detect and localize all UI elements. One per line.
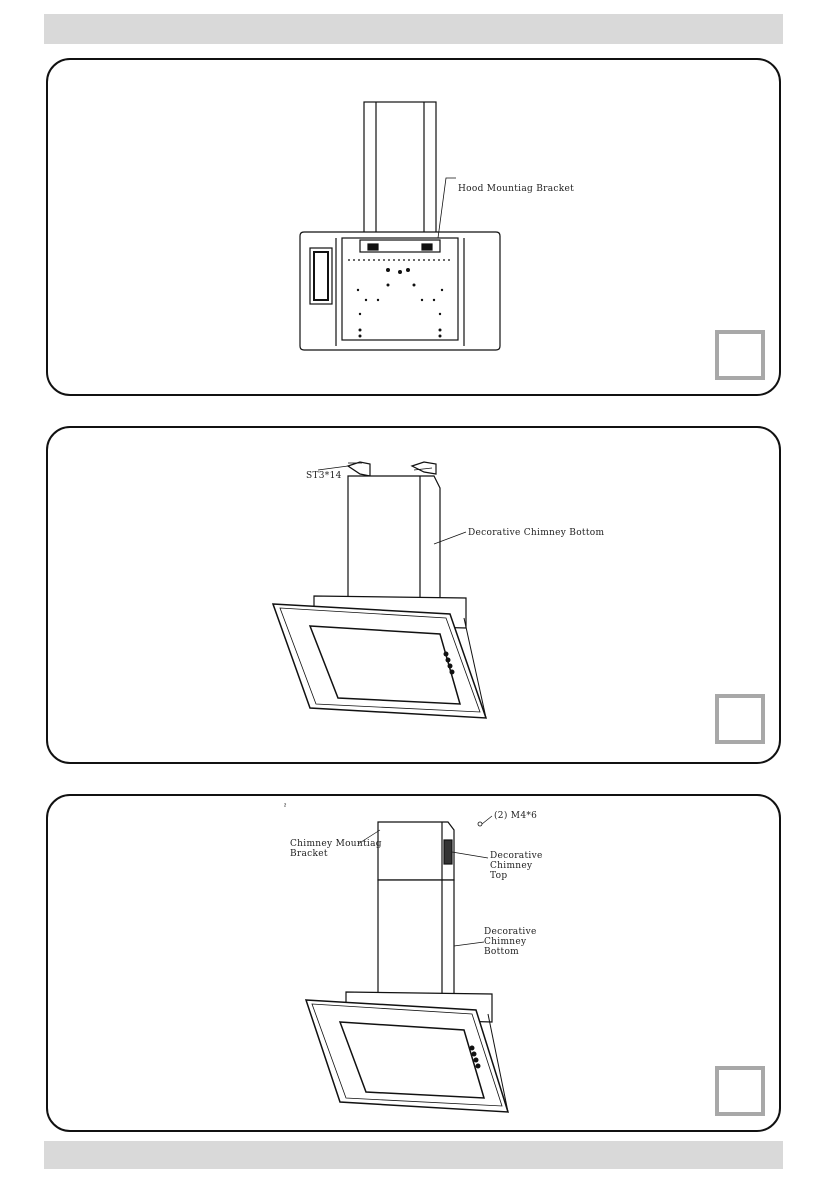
control-buttons xyxy=(469,1045,481,1069)
step-number-box xyxy=(715,1066,765,1116)
decorative-chimney-bottom-label-line1: Decorative xyxy=(484,927,537,937)
header-bar xyxy=(44,14,783,44)
decorative-chimney-top-label-line1: Decorative xyxy=(490,851,543,861)
hood-mounting-bracket-label: Hood Mountiag Bracket xyxy=(458,184,574,194)
screw-m4-6-label: (2) M4*6 xyxy=(494,810,537,821)
screw-holes xyxy=(356,268,444,338)
decorative-chimney-top-label-line3: Top xyxy=(490,871,507,881)
decorative-chimney-top-label-line2: Chimney xyxy=(490,861,533,871)
decorative-chimney-bottom-label-line2: Chimney xyxy=(484,937,527,947)
chimney-bottom-figure: ST3*14 Decorative Chimney Bottom xyxy=(271,461,604,719)
hood-mounting-figure: Hood Mountiag Bracket xyxy=(299,101,574,351)
decorative-chimney-bottom-label-line3: Bottom xyxy=(484,947,519,957)
chimney-mounting-bracket-label-line2: Bracket xyxy=(290,849,328,859)
footer-bar xyxy=(44,1141,783,1169)
step-panel-1: Hood Mountiag Bracket xyxy=(46,58,781,396)
step-panel-3: ˀ (2) M4*6 Chimney Mountiag Bracket Deco… xyxy=(46,794,781,1132)
control-buttons xyxy=(443,651,455,675)
chimney-top-figure: ˀ (2) M4*6 Chimney Mountiag Bracket Deco… xyxy=(284,802,543,1113)
step-number-box xyxy=(715,694,765,744)
step-panel-2: ST3*14 Decorative Chimney Bottom xyxy=(46,426,781,764)
corner-mark: ˀ xyxy=(284,802,287,813)
step-number-box xyxy=(715,330,765,380)
screw-st3-14-label: ST3*14 xyxy=(306,471,342,481)
decorative-chimney-bottom-label: Decorative Chimney Bottom xyxy=(468,528,604,538)
chimney-mounting-bracket-label-line1: Chimney Mountiag xyxy=(290,839,382,849)
